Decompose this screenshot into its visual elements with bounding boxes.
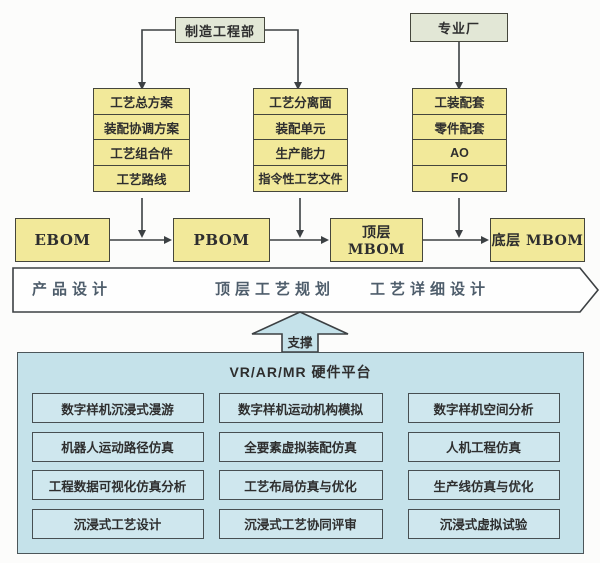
- stack-left-item: 工艺总方案: [93, 88, 190, 116]
- stack-left-item: 工艺组合件: [93, 139, 190, 167]
- stack-right-item: FO: [412, 164, 507, 192]
- platform-title: VR/AR/MR 硬件平台: [229, 364, 372, 380]
- phase-top-process-planning: 顶层工艺规划: [214, 281, 336, 298]
- stack-right: 工装配套 零件配套 AO FO: [412, 88, 507, 192]
- stack-right-item: 零件配套: [412, 113, 507, 141]
- capability-box: 数字样机运动机构模拟: [218, 393, 383, 424]
- support-label: 支撑: [287, 336, 313, 350]
- stack-right-item: AO: [412, 139, 507, 167]
- phase-detailed-process-design: 工艺详细设计: [369, 281, 491, 298]
- stack-middle-item: 装配单元: [253, 113, 348, 141]
- bom-top-mbom: 顶层 MBOM: [330, 218, 423, 262]
- capability-box: 生产线仿真与优化: [407, 470, 560, 501]
- capability-box: 人机工程仿真: [407, 431, 560, 462]
- stack-middle-item: 指令性工艺文件: [253, 164, 348, 192]
- capability-box: 工艺布局仿真与优化: [218, 470, 383, 501]
- stack-middle: 工艺分离面 装配单元 生产能力 指令性工艺文件: [253, 88, 348, 192]
- phase-product-design: 产品设计: [32, 281, 113, 298]
- phase-band-shape: [12, 267, 600, 313]
- vr-platform-panel: VR/AR/MR 硬件平台 数字样机沉浸式漫游 数字样机运动机构模拟 数字样机空…: [17, 352, 584, 554]
- stack-middle-item: 工艺分离面: [253, 88, 348, 116]
- factory-label: 专业厂: [437, 21, 480, 36]
- factory-box: 专业厂: [410, 13, 508, 42]
- bom-pbom: PBOM: [173, 218, 270, 262]
- capability-box: 数字样机空间分析: [407, 393, 560, 424]
- capability-box: 数字样机沉浸式漫游: [31, 393, 204, 424]
- capability-box: 沉浸式虚拟试验: [407, 508, 560, 539]
- bom-bottom-mbom: 底层 MBOM: [490, 218, 585, 262]
- stack-right-item: 工装配套: [412, 88, 507, 116]
- stack-left: 工艺总方案 装配协调方案 工艺组合件 工艺路线: [93, 88, 190, 192]
- capability-box: 沉浸式工艺协同评审: [218, 508, 383, 539]
- stack-left-item: 装配协调方案: [93, 113, 190, 141]
- capability-box: 全要素虚拟装配仿真: [218, 431, 383, 462]
- dept-box: 制造工程部: [175, 17, 265, 43]
- arrowheads: [138, 82, 489, 244]
- capability-box: 沉浸式工艺设计: [31, 508, 204, 539]
- stack-middle-item: 生产能力: [253, 139, 348, 167]
- capability-grid: 数字样机沉浸式漫游 数字样机运动机构模拟 数字样机空间分析 机器人运动路径仿真 …: [26, 389, 575, 543]
- dept-label: 制造工程部: [184, 23, 255, 39]
- capability-box: 机器人运动路径仿真: [31, 431, 204, 462]
- bom-ebom: EBOM: [15, 218, 110, 262]
- stack-left-item: 工艺路线: [93, 164, 190, 192]
- capability-box: 工程数据可视化仿真分析: [31, 470, 204, 501]
